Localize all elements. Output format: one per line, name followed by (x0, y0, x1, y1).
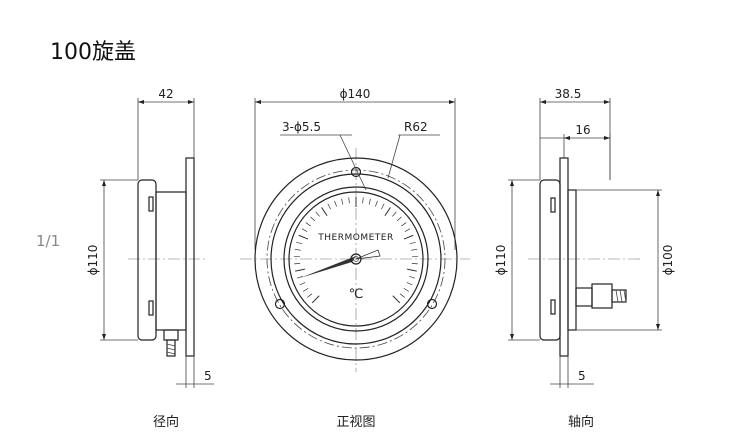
dial-tick (302, 287, 309, 292)
radial-view: 42 ϕ110 5 径向 (86, 87, 214, 430)
dial-tick (411, 248, 418, 251)
dial-tick (334, 200, 337, 207)
view-label-radial: 径向 (153, 414, 179, 430)
view-label-axial: 轴向 (568, 414, 594, 430)
dial-tick (404, 228, 411, 232)
dial-tick (296, 275, 303, 279)
axial-view: 38.5 16 ϕ110 ϕ100 (494, 87, 675, 430)
dial-ticks (294, 197, 418, 304)
dial-tick (381, 203, 385, 210)
dial-tick (294, 248, 301, 251)
dial-tick (296, 241, 303, 245)
dim-axial-diameter: ϕ110 (494, 245, 508, 276)
dial-tick (392, 211, 397, 217)
dial-tick (362, 197, 364, 204)
dial-tick (327, 203, 331, 210)
dial-tick (368, 198, 371, 205)
dial-tick (295, 268, 306, 272)
dim-axial-flange: 5 (578, 369, 586, 383)
dim-diameter: ϕ110 (86, 245, 100, 276)
dial-tick (392, 295, 401, 304)
page-title: 100旋盖 (50, 40, 136, 65)
dim-holes: 3-ϕ5.5 (282, 120, 321, 134)
dial-tick (311, 295, 320, 304)
dial-tick (299, 282, 306, 286)
dial-tick (401, 222, 407, 227)
scale-label: 1/1 (36, 232, 61, 250)
front-view: ϕ140 3-ϕ5.5 R62 THERMOMETER ℃ 正视图 (240, 87, 470, 430)
dial-tick (406, 282, 413, 286)
dial-tick (375, 200, 378, 207)
dim-flange: 5 (204, 369, 212, 383)
dim-outer-diameter: ϕ140 (340, 87, 371, 101)
dial-tick (399, 293, 405, 298)
dial-tick (301, 228, 308, 232)
dim-width: 42 (158, 87, 173, 101)
dim-stem: 16 (575, 123, 590, 137)
dial-tick (305, 222, 311, 227)
dial-tick (321, 207, 328, 217)
dial-tick (403, 287, 410, 292)
dim-dial: ϕ100 (661, 245, 675, 276)
unit-symbol: ℃ (349, 287, 364, 302)
face-text: THERMOMETER (317, 233, 393, 243)
dial-tick (310, 216, 316, 222)
dial-tick (315, 211, 320, 217)
dial-tick (298, 234, 309, 240)
dim-radius: R62 (404, 120, 428, 134)
dial-tick (307, 293, 313, 298)
view-label-front: 正视图 (336, 415, 375, 430)
dial-tick (348, 197, 350, 204)
dial-tick (403, 234, 414, 240)
dial-tick (341, 198, 344, 205)
dim-axial-width: 38.5 (555, 87, 582, 101)
dial-tick (409, 241, 416, 245)
dial-tick (396, 216, 402, 222)
dial-tick (384, 207, 391, 217)
dial-tick (409, 275, 416, 279)
dial-tick (406, 268, 417, 272)
